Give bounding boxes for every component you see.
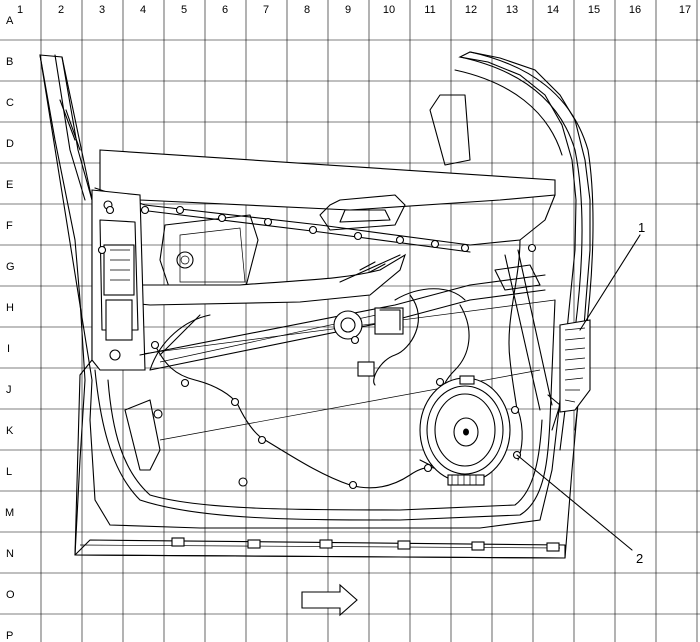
callout-1: 1 [579,220,645,331]
row-label: M [5,507,14,519]
row-label: K [6,425,14,437]
column-label: 1 [17,4,23,16]
direction-arrow-icon [301,583,358,617]
row-label: P [6,630,13,642]
column-label: 13 [506,4,518,16]
row-label: B [6,56,13,68]
rear-bracket [547,319,591,431]
callout-2-label: 2 [636,551,643,566]
column-label: 6 [222,4,228,16]
row-label: F [6,220,13,232]
callout-2: 2 [516,454,643,566]
row-label: C [6,97,14,109]
column-label: 16 [629,4,641,16]
row-label: A [6,15,14,27]
row-label: G [6,261,15,273]
door-trim-upper [94,149,556,306]
column-label: 11 [424,4,435,16]
row-label: I [7,343,10,355]
speaker [419,375,511,486]
column-labels: 1 2 3 4 5 6 7 8 9 10 11 12 13 14 15 16 1… [17,4,691,16]
lower-clips [124,399,560,552]
column-label: 3 [99,4,105,16]
row-labels: A B C D E F G H I J K L M N O P [5,15,15,642]
row-label: H [6,302,14,314]
callout-1-label: 1 [638,220,645,235]
column-label: 8 [304,4,310,16]
column-label: 4 [140,4,146,16]
column-label: 10 [383,4,395,16]
row-label: J [6,384,12,396]
latch-assembly [91,189,146,371]
row-label: O [6,589,15,601]
column-label: 9 [345,4,351,16]
column-label: 15 [588,4,600,16]
row-label: N [6,548,14,560]
column-label: 7 [263,4,269,16]
row-label: E [6,179,13,191]
column-label: 2 [58,4,64,16]
window-regulator [139,249,553,411]
column-label: 14 [547,4,559,16]
column-label: 17 [679,4,691,16]
column-label: 12 [465,4,477,16]
row-label: D [6,138,14,150]
column-label: 5 [181,4,187,16]
row-label: L [6,466,12,478]
